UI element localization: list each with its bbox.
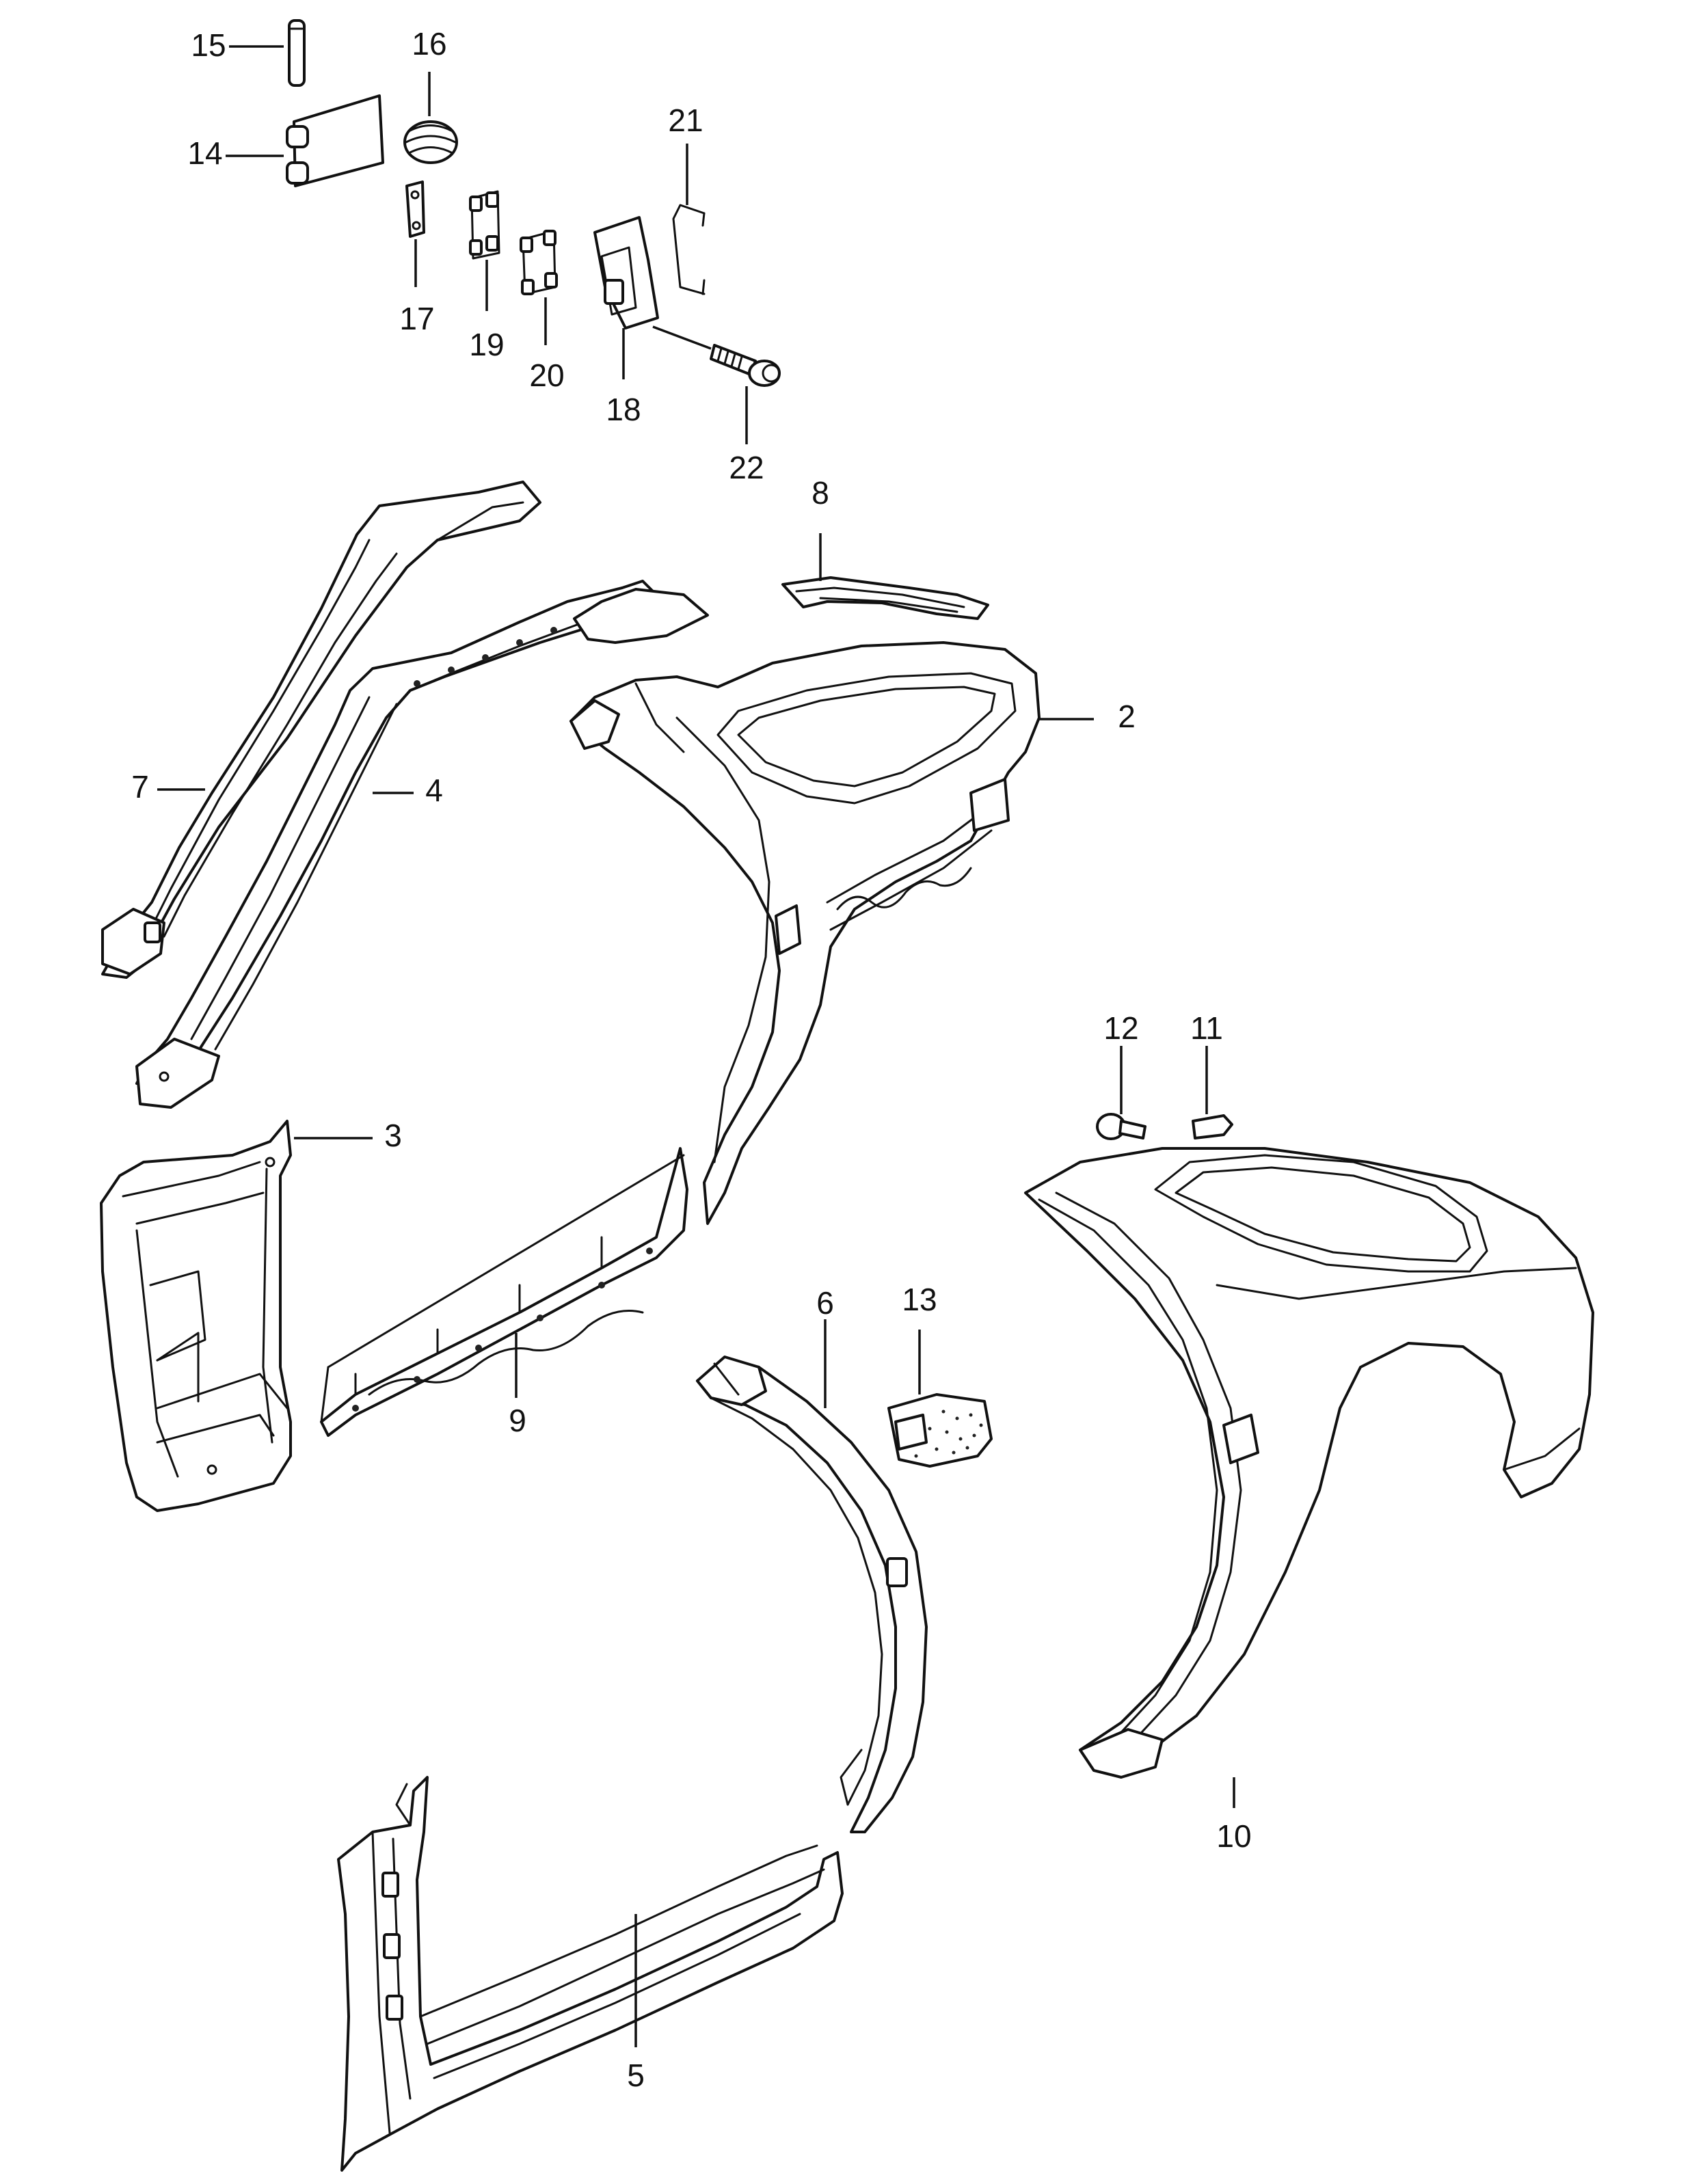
- callout-9: 9: [509, 1403, 526, 1438]
- callout-2: 2: [1118, 699, 1136, 734]
- part-15-pin: [288, 19, 306, 87]
- callout-11: 11: [1190, 1010, 1223, 1046]
- part-12-plug: [1096, 1113, 1146, 1140]
- callout-4: 4: [425, 772, 443, 808]
- part-14-hinge-plate: [286, 94, 384, 187]
- callout-18: 18: [606, 392, 641, 427]
- callout-19: 19: [469, 327, 504, 362]
- callout-16: 16: [412, 26, 446, 62]
- callout-13: 13: [902, 1282, 937, 1317]
- part-8-roof-channel: [781, 576, 989, 620]
- part-10-outer-quarter-panel: [1024, 1147, 1594, 1779]
- callout-17: 17: [399, 301, 434, 336]
- part-11-clip: [1192, 1114, 1233, 1140]
- leader-lines: [157, 45, 1235, 2047]
- callout-22: 22: [729, 450, 764, 485]
- callout-3: 3: [384, 1118, 402, 1153]
- part-19-clip-set: [469, 190, 500, 260]
- part-13-foam-insert: [887, 1393, 993, 1468]
- part-20-clip-set: [520, 230, 558, 295]
- part-7-a-pillar-upper: [101, 481, 541, 979]
- callout-10: 10: [1216, 1818, 1251, 1854]
- callout-20: 20: [529, 358, 564, 393]
- part-3-b-pillar-inner: [100, 1120, 292, 1512]
- part-21-gasket: [672, 204, 706, 295]
- part-6-wheel-arch: [696, 1356, 928, 1833]
- callout-12: 12: [1103, 1010, 1138, 1046]
- callout-14: 14: [187, 135, 222, 171]
- callout-5: 5: [627, 2058, 645, 2093]
- part-2-inner-quarter-panel: [569, 641, 1041, 1225]
- callout-numbers: 15 16 14 21 17 19 20 18 22 8 2 7 4 12 11…: [131, 26, 1251, 2093]
- callout-8: 8: [812, 475, 829, 511]
- callout-21: 21: [668, 103, 703, 138]
- part-16-rubber-buffer: [403, 120, 458, 164]
- callout-15: 15: [191, 27, 226, 63]
- part-17-strap: [405, 180, 425, 238]
- part-18-bracket: [593, 216, 659, 329]
- part-22-bolt: [710, 344, 781, 387]
- part-5-side-sill: [337, 1776, 844, 2172]
- part-9-rocker-inner: [320, 1147, 688, 1437]
- part-4-roof-rail-pillar: [135, 580, 709, 1109]
- callout-6: 6: [816, 1285, 834, 1321]
- callout-7: 7: [131, 769, 149, 805]
